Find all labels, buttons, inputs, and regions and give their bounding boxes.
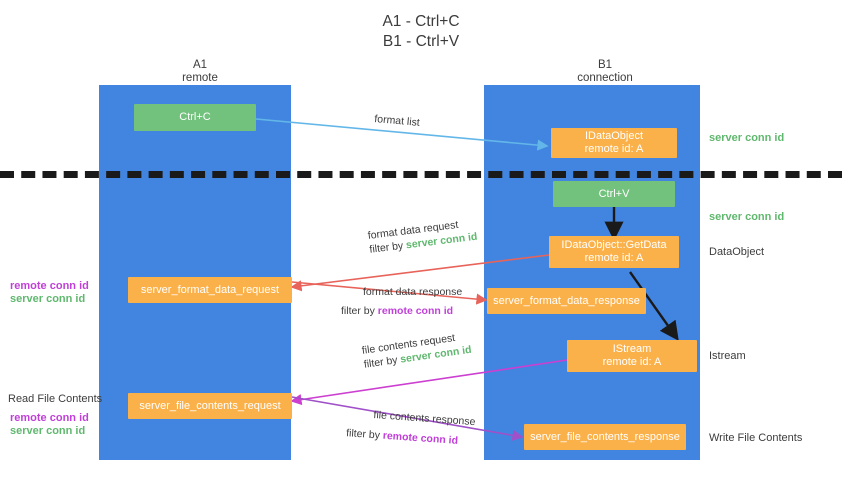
left-label-remote-conn-id-1: remote conn id <box>10 280 89 292</box>
phase-divider <box>0 171 842 178</box>
edge-label-file-contents-request: file contents request filter by server c… <box>361 329 472 372</box>
filter-value: remote conn id <box>377 305 454 317</box>
right-label-server-conn-id-mid: server conn id <box>709 211 785 223</box>
page-title-line1: A1 - Ctrl+C <box>382 13 460 30</box>
node-ctrl-v[interactable]: Ctrl+V <box>553 181 675 207</box>
right-label-write-file-contents: Write File Contents <box>709 432 803 444</box>
node-idataobject-line1: IDataObject <box>584 130 644 142</box>
node-istream[interactable]: IStream remote id: A <box>567 340 697 372</box>
lane-header-b1: B1 connection <box>545 59 665 85</box>
filter-value: remote conn id <box>382 429 459 447</box>
filter-prefix: filter by <box>368 239 407 256</box>
node-server-file-contents-request-label: server_file_contents_request <box>139 399 281 412</box>
lane-header-b1-name: B1 <box>597 59 613 71</box>
lane-header-a1: A1 remote <box>140 59 260 85</box>
edge-label-format-data-request: format data request filter by server con… <box>367 216 478 257</box>
node-server-file-contents-response[interactable]: server_file_contents_response <box>524 424 686 450</box>
right-label-istream: Istream <box>709 350 746 362</box>
right-label-server-conn-id-top: server conn id <box>709 132 785 144</box>
edge-label-format-data-response-main: format data response <box>363 286 463 298</box>
edge-label-file-contents-response-filter: filter by remote conn id <box>346 426 475 449</box>
node-server-format-data-response[interactable]: server_format_data_response <box>487 288 646 314</box>
node-ctrl-v-label: Ctrl+V <box>598 187 630 200</box>
node-server-format-data-request[interactable]: server_format_data_request <box>128 277 292 303</box>
node-server-format-data-request-label: server_format_data_request <box>140 283 280 296</box>
filter-prefix: filter by <box>345 427 384 442</box>
node-idataobject[interactable]: IDataObject remote id: A <box>551 128 677 158</box>
lane-header-a1-sub: remote <box>182 72 218 84</box>
edge-label-format-data-response: format data response filter by remote co… <box>341 285 463 318</box>
right-label-dataobject: DataObject <box>709 246 765 258</box>
node-getdata[interactable]: IDataObject::GetData remote id: A <box>549 236 679 268</box>
edge-label-format-data-response-filter: filter by remote conn id <box>341 304 462 318</box>
edge-label-file-contents-response-main: file contents response <box>373 408 476 429</box>
page-title: A1 - Ctrl+C B1 - Ctrl+V <box>311 12 531 52</box>
node-server-file-contents-request[interactable]: server_file_contents_request <box>128 393 292 419</box>
left-label-server-conn-id-2: server conn id <box>10 425 86 437</box>
filter-prefix: filter by <box>363 353 402 371</box>
filter-prefix: filter by <box>341 305 378 317</box>
node-istream-line2: remote id: A <box>602 356 662 368</box>
edge-label-format-list: format list <box>373 112 421 129</box>
edge-label-file-contents-response: file contents response filter by remote … <box>346 408 476 449</box>
lane-header-b1-sub: connection <box>577 72 633 84</box>
page-title-line2: B1 - Ctrl+V <box>382 33 460 50</box>
left-label-remote-conn-id-2: remote conn id <box>10 412 89 424</box>
left-label-read-file-contents: Read File Contents <box>8 393 103 405</box>
node-istream-line1: IStream <box>612 343 652 355</box>
node-getdata-line2: remote id: A <box>584 252 644 264</box>
node-server-file-contents-response-label: server_file_contents_response <box>530 430 680 443</box>
node-idataobject-line2: remote id: A <box>584 143 644 155</box>
left-label-server-conn-id-1: server conn id <box>10 293 86 305</box>
node-ctrl-c[interactable]: Ctrl+C <box>134 104 256 131</box>
node-getdata-line1: IDataObject::GetData <box>561 239 667 251</box>
node-ctrl-c-label: Ctrl+C <box>179 111 211 123</box>
lane-header-a1-name: A1 <box>192 59 208 71</box>
node-server-format-data-response-label: server_format_data_response <box>493 294 640 307</box>
